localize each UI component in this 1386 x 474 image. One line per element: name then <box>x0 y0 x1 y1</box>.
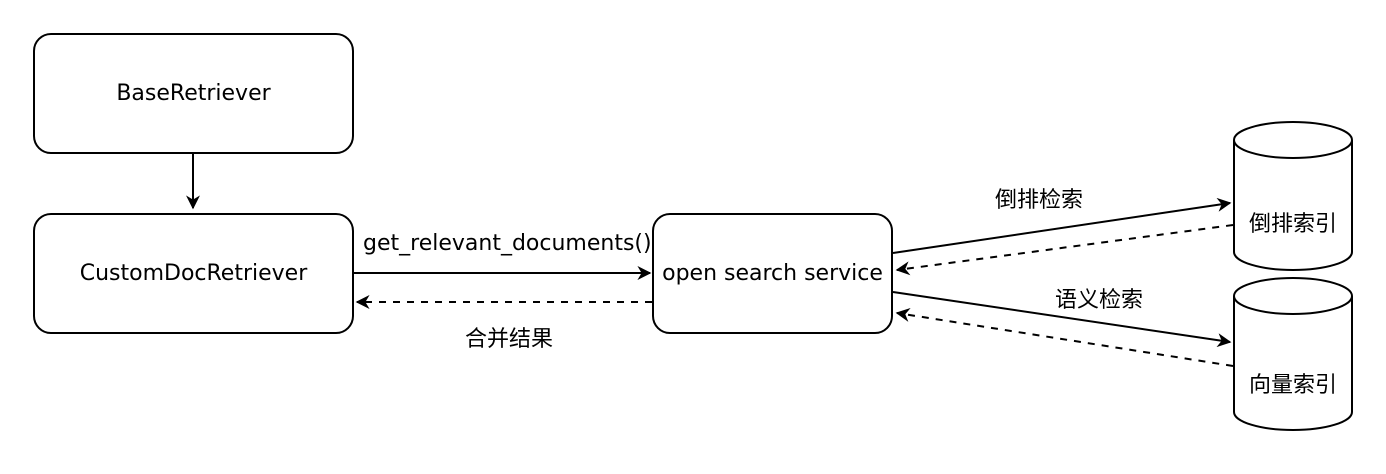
call-edge-label: get_relevant_documents() <box>363 231 652 256</box>
base-retriever-node[interactable]: BaseRetriever <box>33 33 354 154</box>
inverted-search-edge-label: 倒排检索 <box>995 188 1084 213</box>
inverted-return-arrow <box>895 224 1234 276</box>
open-search-service-label: open search service <box>662 261 883 286</box>
semantic-search-arrow <box>892 291 1232 348</box>
inverted-index-label: 倒排索引 <box>1248 212 1337 237</box>
base-retriever-label: BaseRetriever <box>116 81 271 106</box>
custom-doc-retriever-label: CustomDocRetriever <box>79 261 308 286</box>
vector-index-cylinder[interactable] <box>1233 277 1353 431</box>
semantic-search-edge-label: 语义检索 <box>1055 288 1144 313</box>
merge-edge-label: 合并结果 <box>465 327 554 352</box>
custom-doc-retriever-node[interactable]: CustomDocRetriever <box>33 213 354 334</box>
inverted-search-arrow <box>892 197 1232 254</box>
semantic-return-arrow <box>895 308 1234 367</box>
vector-index-label: 向量索引 <box>1248 373 1337 398</box>
open-search-service-node[interactable]: open search service <box>652 213 893 334</box>
inverted-index-cylinder[interactable] <box>1233 121 1353 271</box>
